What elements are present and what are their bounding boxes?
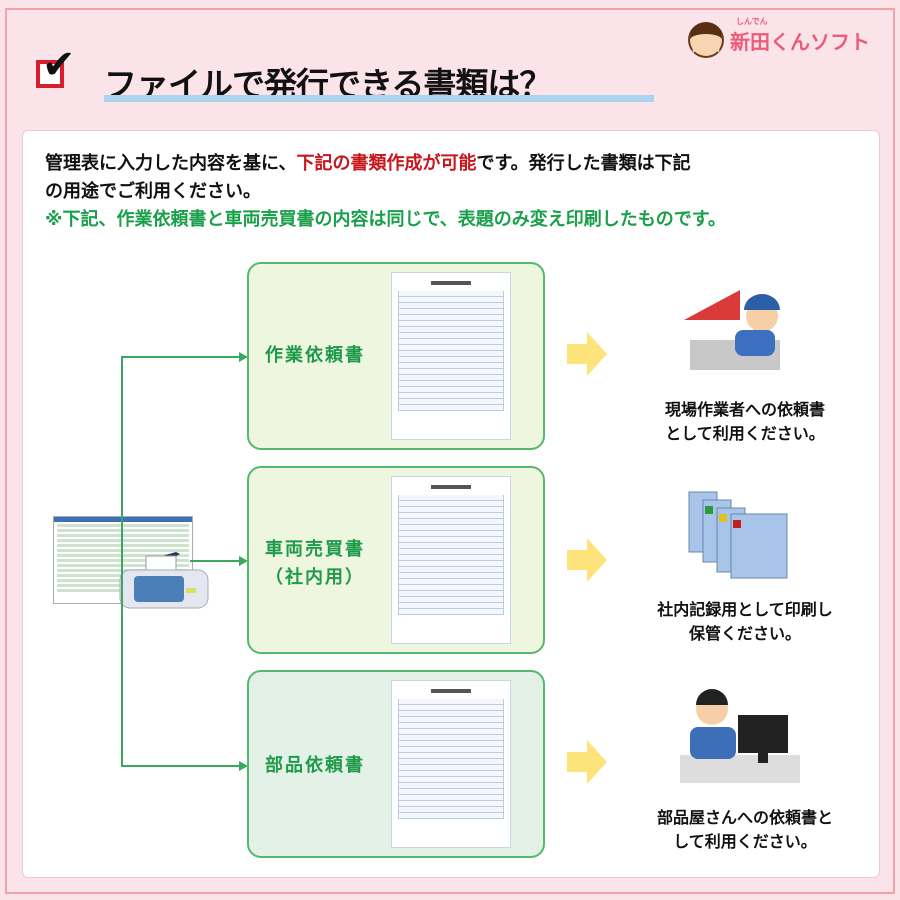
document-thumbnail (391, 476, 511, 644)
intro-note: ※下記、作業依頼書と車両売買書の内容は同じで、表題のみ変え印刷したものです。 (45, 209, 726, 230)
binders-icon (688, 491, 788, 579)
yellow-arrow-icon (567, 332, 607, 376)
title-underline (104, 95, 654, 102)
connector-3 (121, 765, 241, 767)
arrow-3-icon (239, 761, 248, 771)
logo-text: しんでん新田くんソフト (730, 16, 870, 54)
connector-2 (190, 560, 241, 562)
caption-parts-request: 部品屋さんへの依頼書として利用ください。 (656, 808, 833, 851)
document-box-work-request: 作業依頼書 (247, 262, 545, 450)
arrow-2-icon (239, 556, 248, 566)
printer-icon (119, 552, 209, 609)
document-thumbnail (391, 272, 511, 440)
brand-logo: しんでん新田くんソフト (688, 16, 870, 58)
yellow-arrow-icon (567, 538, 607, 582)
document-box-parts-request: 部品依頼書 (247, 670, 545, 858)
caption-vehicle-sale: 社内記録用として印刷し保管ください。 (657, 600, 833, 643)
document-box-vehicle-sale: 車両売買書（社内用） (247, 466, 545, 654)
page-frame (5, 8, 895, 894)
document-thumbnail (391, 680, 511, 848)
caption-work-request: 現場作業者への依頼書として利用ください。 (664, 400, 825, 443)
mechanic-illustration-icon (684, 290, 780, 370)
connector-1 (121, 356, 241, 358)
office-worker-icon (680, 689, 800, 783)
yellow-arrow-icon (567, 740, 607, 784)
checkbox-icon: ✔ (36, 42, 76, 88)
intro-text: 管理表に入力した内容を基に、下記の書類作成が可能です。発行した書類は下記 の用途… (45, 150, 726, 234)
arrow-1-icon (239, 352, 248, 362)
mascot-face-icon (688, 22, 724, 58)
connector-vertical (121, 356, 123, 766)
